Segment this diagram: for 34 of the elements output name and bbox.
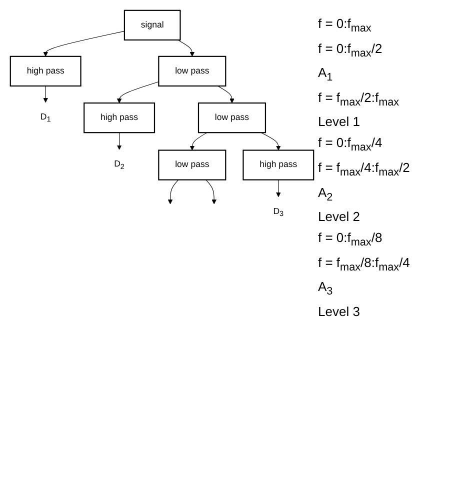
node-box: low pass	[198, 102, 266, 134]
frequency-label: Level 3	[318, 304, 361, 319]
node-box: high pass	[242, 150, 314, 180]
node-text: D$_{2}$	[114, 159, 125, 171]
arrow	[116, 82, 159, 104]
frequency-label: f = f$_{max}$/2:f$_{max}$	[318, 90, 400, 108]
frequency-label: f = 0:f$_{max}$/2	[318, 40, 384, 60]
arrow	[43, 86, 48, 103]
node-box: low pass	[158, 150, 226, 180]
arrow	[276, 180, 281, 198]
node-box: signal	[124, 10, 181, 41]
arrow	[178, 40, 195, 57]
arrow	[190, 132, 208, 150]
frequency-label: A$_{2}$	[318, 184, 334, 204]
arrow	[206, 180, 216, 204]
arrow	[260, 132, 281, 150]
frequency-label: f = f$_{max}$/8:f$_{max}$/4	[318, 254, 411, 274]
arrow	[43, 30, 125, 57]
node-box: high pass	[84, 102, 156, 134]
frequency-label: Level 2	[318, 209, 361, 224]
node-text: D$_{1}$	[40, 112, 51, 124]
node-box: low pass	[158, 56, 226, 87]
frequency-label: f = 0:f$_{max}$/8	[318, 230, 384, 249]
node-box: high pass	[10, 56, 82, 87]
arrow	[168, 180, 179, 204]
arrow	[217, 86, 234, 104]
frequency-label: A$_{3}$	[318, 279, 334, 298]
frequency-label: A$_{1}$	[318, 65, 334, 84]
frequency-label: f = 0:f$_{max}$	[318, 16, 372, 35]
frequency-label: f = f$_{max}$/4:f$_{max}$/2	[318, 160, 411, 179]
arrow	[116, 132, 122, 150]
frequency-label: f = 0:f$_{max}$/4	[318, 135, 384, 154]
node-text: D$_{3}$	[273, 206, 284, 218]
frequency-label: Level 1	[318, 114, 361, 130]
